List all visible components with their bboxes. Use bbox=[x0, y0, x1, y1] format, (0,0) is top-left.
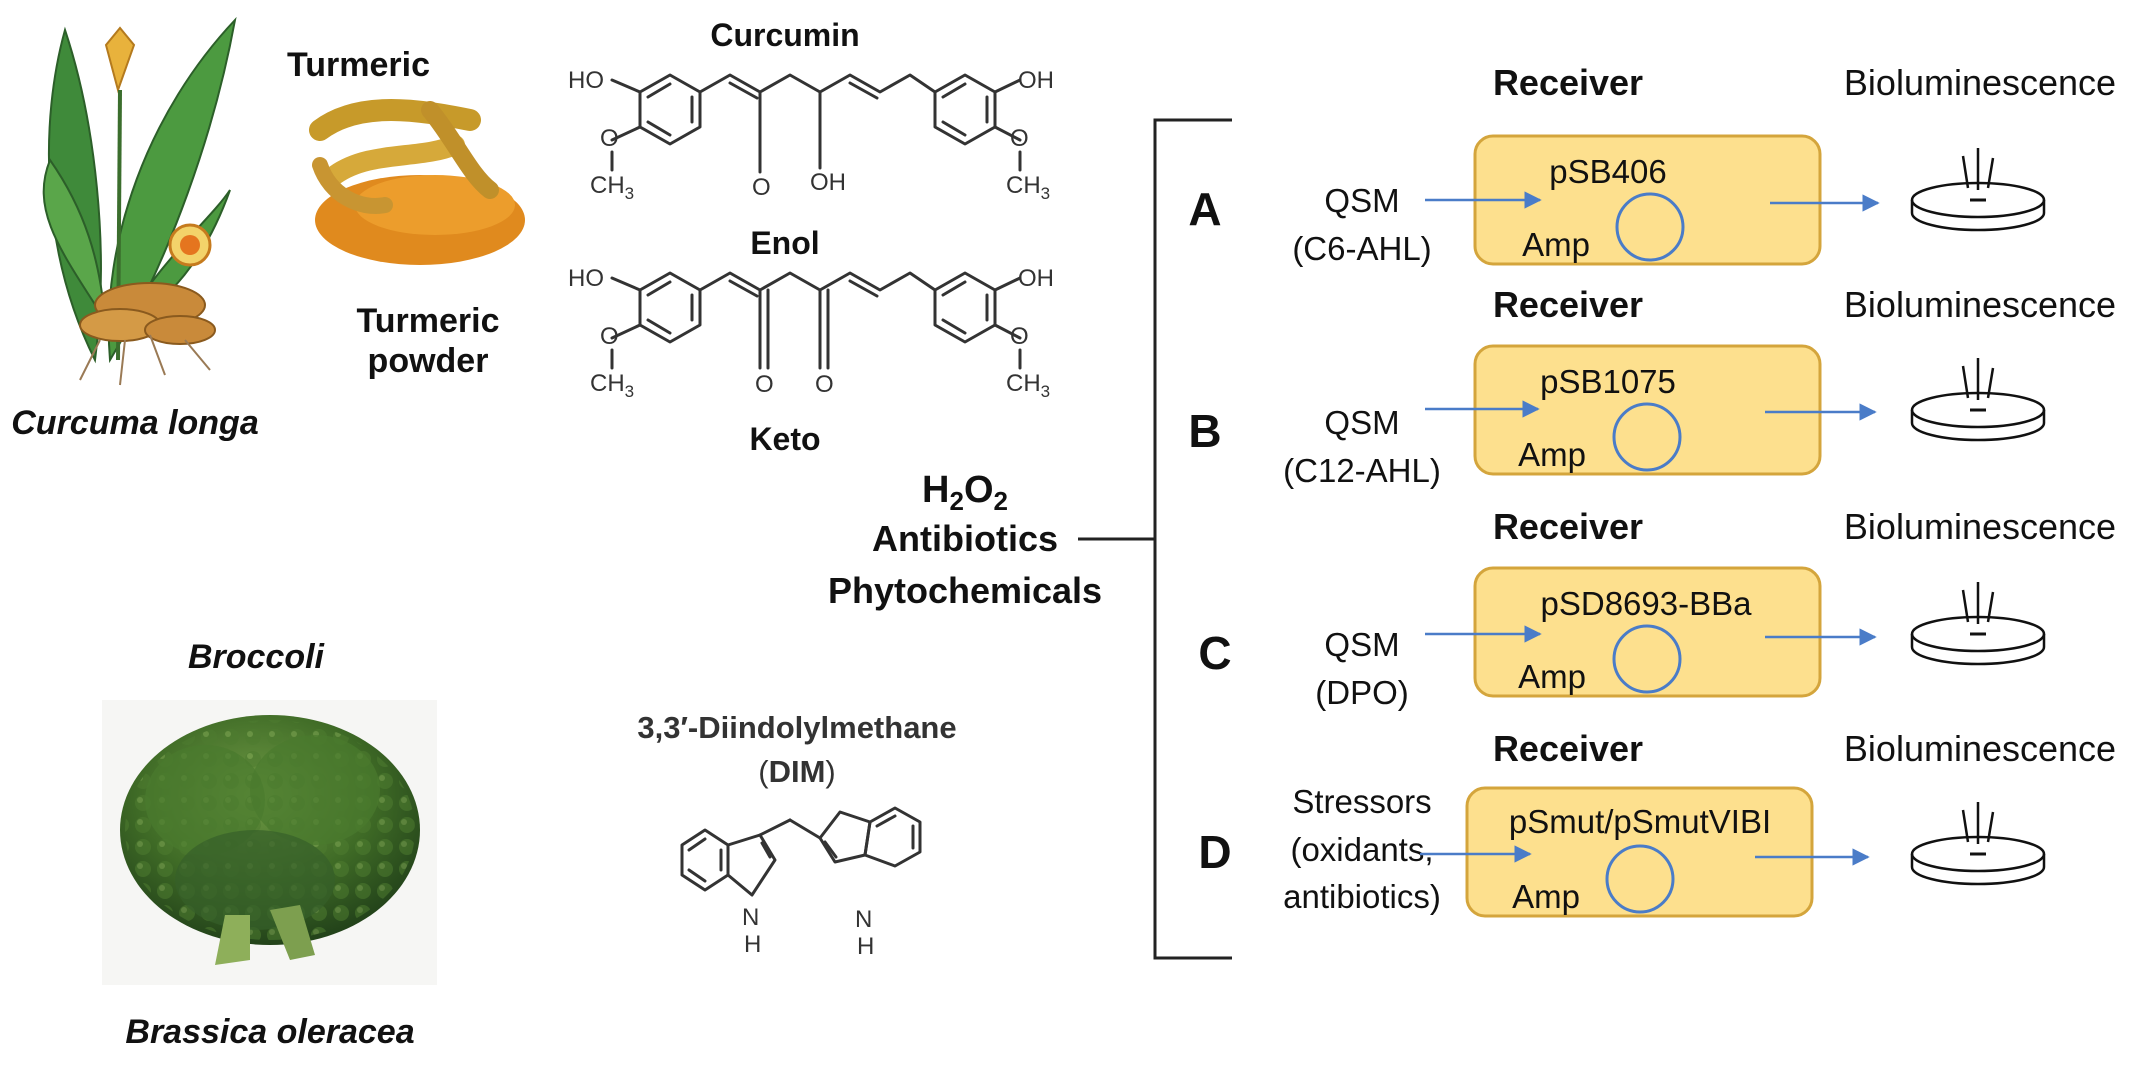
treatment-antibiotics-label: Antibiotics bbox=[872, 518, 1058, 559]
curcumin-label: Curcumin bbox=[710, 17, 859, 53]
input-line-3: antibiotics) bbox=[1283, 878, 1441, 915]
assay-letter: C bbox=[1198, 627, 1231, 679]
keto-ch3-left-label: CH3 bbox=[590, 370, 634, 401]
treatment-h2o2-label: H2O2 bbox=[922, 469, 1008, 516]
plasmid-circle bbox=[1612, 402, 1682, 472]
enol-label: Enol bbox=[750, 225, 819, 261]
marker-label: Amp bbox=[1518, 658, 1586, 695]
petri-dish-icon bbox=[1910, 358, 2046, 442]
dim-h-right-label: H bbox=[857, 933, 874, 960]
curcumin-ho-label: HO bbox=[568, 67, 604, 94]
marker-label: Amp bbox=[1518, 436, 1586, 473]
turmeric-powder-label-line2: powder bbox=[368, 342, 489, 380]
bioluminescence-header: Bioluminescence bbox=[1844, 728, 2116, 769]
receiver-header: Receiver bbox=[1493, 62, 1643, 103]
plasmid-label: pSB406 bbox=[1549, 153, 1666, 190]
plasmid-label: pSmut/pSmutVIBI bbox=[1509, 803, 1771, 840]
assay-row-d: Receiver Bioluminescence D Stressors (ox… bbox=[1198, 728, 2116, 918]
petri-dish-icon bbox=[1910, 148, 2046, 232]
plasmid-label: pSD8693-BBa bbox=[1541, 585, 1753, 622]
petri-dish-icon bbox=[1910, 582, 2046, 666]
plasmid-circle bbox=[1605, 844, 1675, 914]
curcumin-o-right-label: O bbox=[1010, 125, 1029, 152]
assay-row-c: Receiver Bioluminescence C QSM (DPO) pSD… bbox=[1198, 506, 2116, 711]
curcumin-ch3-right-label: CH3 bbox=[1006, 172, 1050, 203]
treatment-bracket bbox=[1078, 118, 1232, 960]
dim-h-left-label: H bbox=[744, 931, 761, 958]
curcumin-ch3-left-label: CH3 bbox=[590, 172, 634, 203]
input-line-1: QSM bbox=[1324, 404, 1399, 441]
plasmid-label: pSB1075 bbox=[1540, 363, 1676, 400]
turmeric-powder-label-line1: Turmeric bbox=[357, 302, 500, 340]
keto-o1-label: O bbox=[755, 371, 774, 398]
input-line-1: Stressors bbox=[1292, 783, 1431, 820]
curcumin-ketone-o-label: O bbox=[752, 174, 771, 201]
keto-o2-label: O bbox=[815, 371, 834, 398]
receiver-header: Receiver bbox=[1493, 506, 1643, 547]
assay-row-b: Receiver Bioluminescence B QSM (C12-AHL)… bbox=[1188, 284, 2116, 489]
receiver-box bbox=[1465, 786, 1814, 918]
marker-label: Amp bbox=[1522, 226, 1590, 263]
dim-structure bbox=[680, 806, 922, 897]
keto-ho-label: HO bbox=[568, 265, 604, 292]
input-line-1: QSM bbox=[1324, 626, 1399, 663]
assay-letter: A bbox=[1188, 183, 1221, 235]
keto-o-right-label: O bbox=[1010, 323, 1029, 350]
dim-label: 3,3′-Diindolylmethane bbox=[637, 710, 956, 745]
broccoli-image bbox=[102, 700, 437, 985]
bioluminescence-header: Bioluminescence bbox=[1844, 284, 2116, 325]
keto-o-left-label: O bbox=[600, 323, 619, 350]
keto-label: Keto bbox=[749, 421, 820, 457]
curcumin-keto-structure bbox=[610, 271, 1022, 370]
receiver-header: Receiver bbox=[1493, 728, 1643, 769]
curcumin-oh-label: OH bbox=[1018, 67, 1054, 94]
plasmid-circle bbox=[1612, 624, 1682, 694]
treatment-phytochemicals-label: Phytochemicals bbox=[828, 570, 1102, 611]
keto-oh-label: OH bbox=[1018, 265, 1054, 292]
input-line-2: (oxidants, bbox=[1290, 831, 1433, 868]
input-line-2: (C12-AHL) bbox=[1283, 452, 1441, 489]
keto-ch3-right-label: CH3 bbox=[1006, 370, 1050, 401]
dim-abbreviation: (DIM) bbox=[758, 754, 835, 789]
marker-label: Amp bbox=[1512, 878, 1580, 915]
turmeric-label: Turmeric bbox=[287, 46, 430, 84]
input-line-2: (C6-AHL) bbox=[1292, 230, 1431, 267]
receiver-header: Receiver bbox=[1493, 284, 1643, 325]
assay-rows: Receiver Bioluminescence A QSM (C6-AHL) … bbox=[1188, 62, 2116, 918]
plasmid-circle bbox=[1615, 192, 1685, 262]
curcuma-plant-illustration bbox=[42, 16, 237, 386]
receiver-box bbox=[1473, 566, 1822, 698]
curcumin-o-left-label: O bbox=[600, 125, 619, 152]
turmeric-image bbox=[309, 99, 525, 265]
petri-dish-icon bbox=[1910, 802, 2046, 886]
assay-row-a: Receiver Bioluminescence A QSM (C6-AHL) … bbox=[1188, 62, 2116, 267]
input-line-1: QSM bbox=[1324, 182, 1399, 219]
broccoli-label: Broccoli bbox=[188, 638, 326, 676]
assay-letter: D bbox=[1198, 826, 1231, 878]
assay-letter: B bbox=[1188, 405, 1221, 457]
dim-n-right-label: N bbox=[855, 906, 872, 933]
bioluminescence-header: Bioluminescence bbox=[1844, 62, 2116, 103]
input-line-2: (DPO) bbox=[1315, 674, 1409, 711]
bioluminescence-header: Bioluminescence bbox=[1844, 506, 2116, 547]
curcumin-enol-structure bbox=[610, 73, 1022, 174]
curcumin-enol-oh-label: OH bbox=[810, 169, 846, 196]
dim-n-left-label: N bbox=[742, 904, 759, 931]
brassica-oleracea-label: Brassica oleracea bbox=[125, 1013, 414, 1051]
curcuma-longa-label: Curcuma longa bbox=[11, 404, 258, 442]
